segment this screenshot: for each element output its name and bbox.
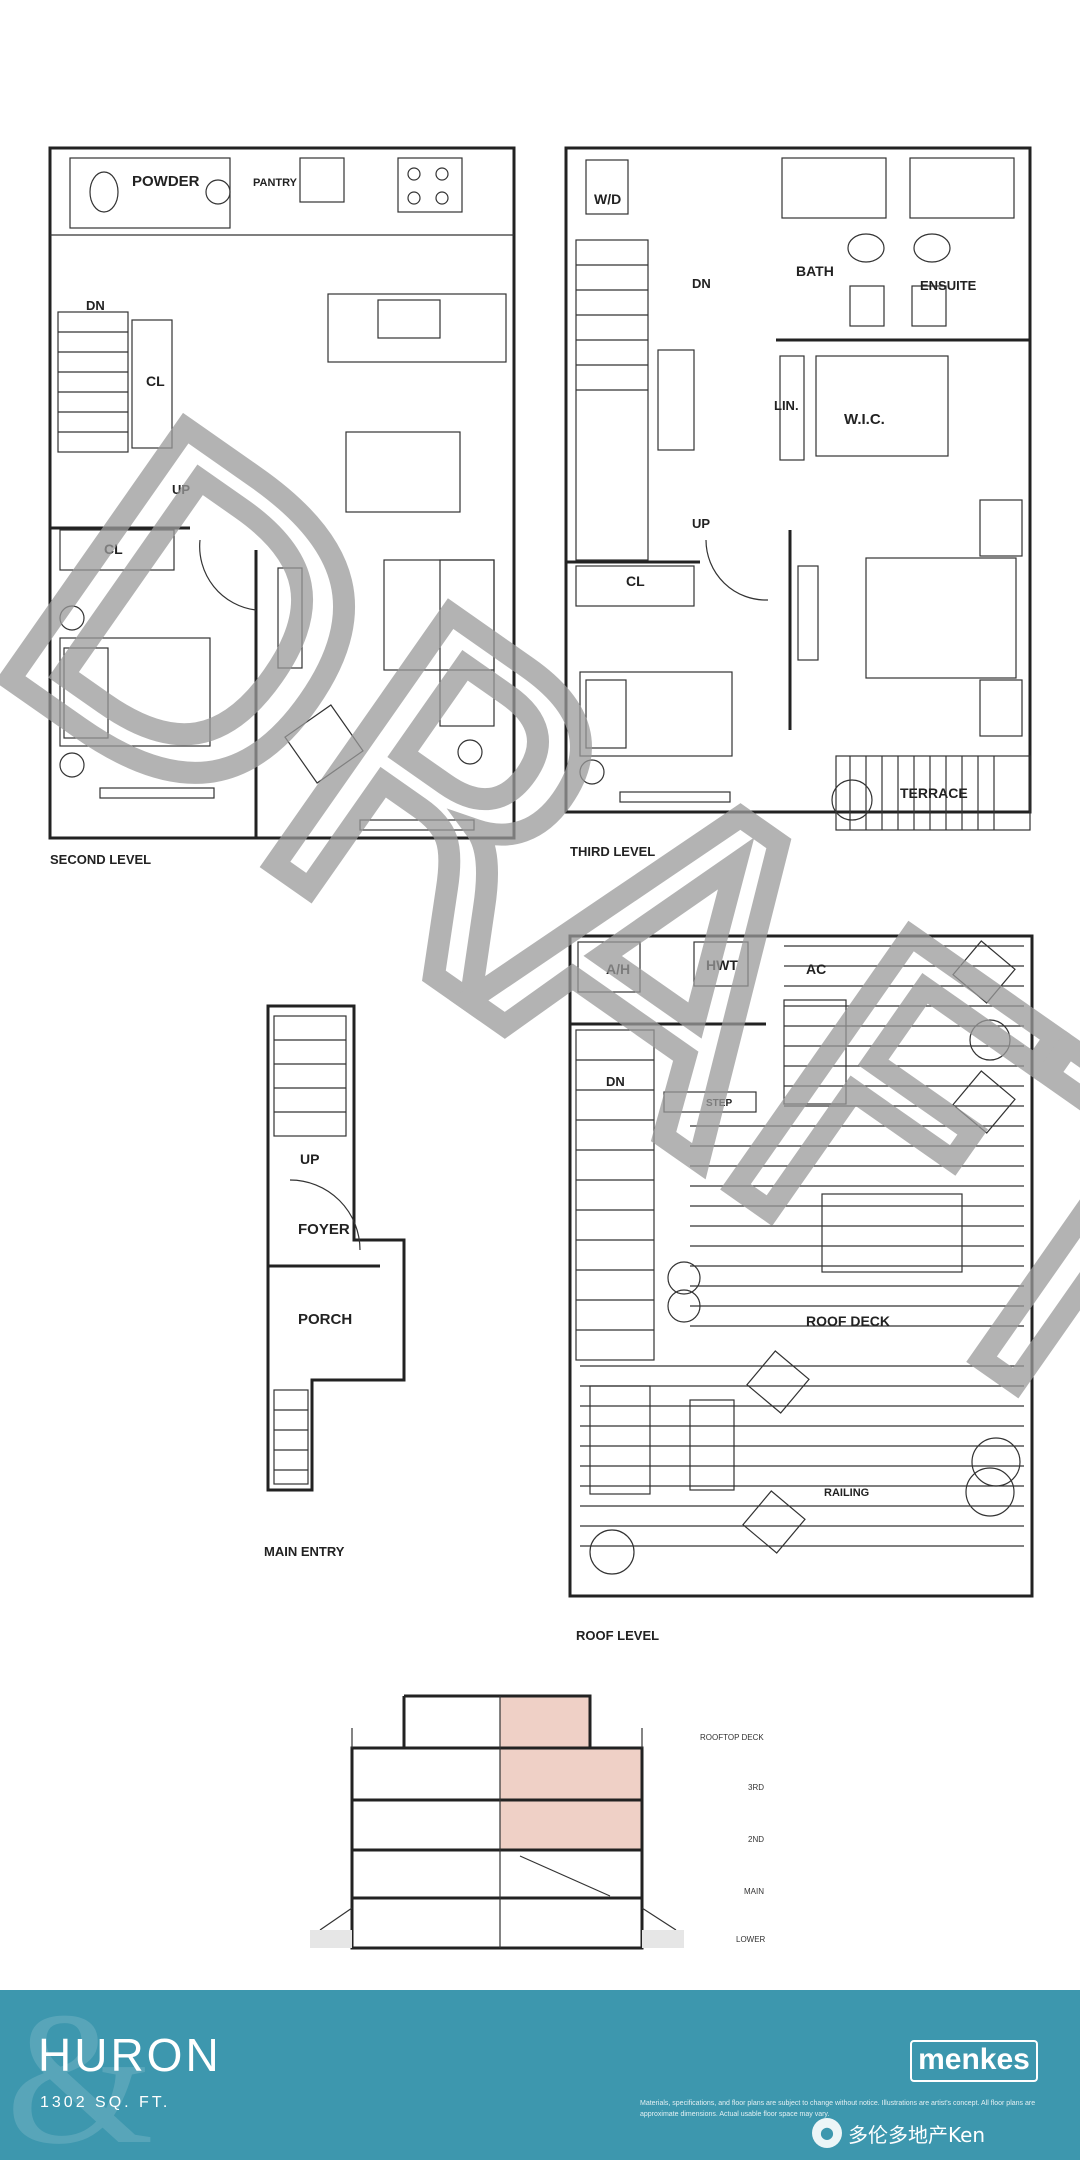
second-level-label: SECOND LEVEL (50, 852, 151, 867)
menkes-logo: menkes (910, 2040, 1038, 2082)
porch-label: PORCH (298, 1311, 352, 1328)
section-third-label: 3RD (748, 1783, 764, 1792)
section-main-label: MAIN (744, 1887, 764, 1896)
cl-second-b-label: CL (104, 541, 123, 557)
section-highlight-second (500, 1800, 642, 1850)
roof-deck-label: ROOF DECK (806, 1313, 890, 1329)
building-section-diagram: ROOFTOP DECK 3RD 2ND MAIN LOWER (310, 1694, 766, 1950)
ensuite-label: ENSUITE (920, 278, 977, 293)
powder-label: POWDER (132, 173, 200, 190)
footer-banner: & HURON 1302 SQ. FT. menkes Materials, s… (0, 1984, 1080, 2174)
floor-plans-drawing: POWDER PANTRY DN CL UP CL SECOND LEVEL (0, 146, 1080, 1950)
ampersand-icon: & (6, 1974, 154, 2184)
wic-label: W.I.C. (844, 411, 885, 428)
section-lower-label: LOWER (736, 1935, 766, 1944)
lin-label: LIN. (774, 398, 799, 413)
hwt-label: HWT (706, 957, 738, 973)
main-entry-label: MAIN ENTRY (264, 1544, 345, 1559)
wd-label: W/D (594, 191, 621, 207)
second-level-plan: POWDER PANTRY DN CL UP CL SECOND LEVEL (48, 146, 516, 867)
brand-name: HURON (38, 2029, 222, 2081)
third-level-label: THIRD LEVEL (570, 844, 655, 859)
ah-label: A/H (606, 961, 630, 977)
third-level-plan: W/D BATH ENSUITE DN LIN. W.I.C. UP CL TE… (564, 146, 1032, 859)
railing-label: RAILING (824, 1487, 869, 1499)
foyer-label: FOYER (298, 1221, 350, 1238)
dn-second-label: DN (86, 298, 105, 313)
terrace-label: TERRACE (900, 785, 968, 801)
ac-label: AC (806, 961, 826, 977)
bath-label: BATH (796, 263, 834, 279)
square-footage: 1302 SQ. FT. (40, 2094, 171, 2111)
section-highlight-rooftop (500, 1696, 590, 1748)
step-label: STEP (706, 1098, 732, 1109)
cl-second-a-label: CL (146, 373, 165, 389)
up-second-label: UP (172, 482, 190, 497)
section-highlight-third (500, 1748, 642, 1800)
disclaimer-text: Materials, specifications, and floor pla… (640, 2100, 1036, 2118)
draft-watermark: DRAFT (0, 326, 1080, 1541)
pantry-label: PANTRY (253, 177, 298, 189)
dn-roof-label: DN (606, 1074, 625, 1089)
wechat-icon: ● (812, 2118, 842, 2148)
wechat-label: 多伦多地产Ken (848, 2122, 986, 2147)
wechat-watermark: ● 多伦多地产Ken (812, 2118, 985, 2148)
roof-level-plan: A/H HWT AC DN STEP ROOF DECK RAILING ROO… (568, 934, 1034, 1643)
up-main-label: UP (300, 1151, 319, 1167)
draft-text: DRAFT (0, 337, 1080, 1530)
section-rooftop-label: ROOFTOP DECK (700, 1733, 764, 1742)
cl-third-label: CL (626, 573, 645, 589)
up-third-label: UP (692, 516, 710, 531)
roof-level-label: ROOF LEVEL (576, 1628, 659, 1643)
section-second-label: 2ND (748, 1835, 764, 1844)
dn-third-label: DN (692, 276, 711, 291)
main-entry-plan: UP FOYER PORCH MAIN ENTRY (264, 1004, 406, 1559)
